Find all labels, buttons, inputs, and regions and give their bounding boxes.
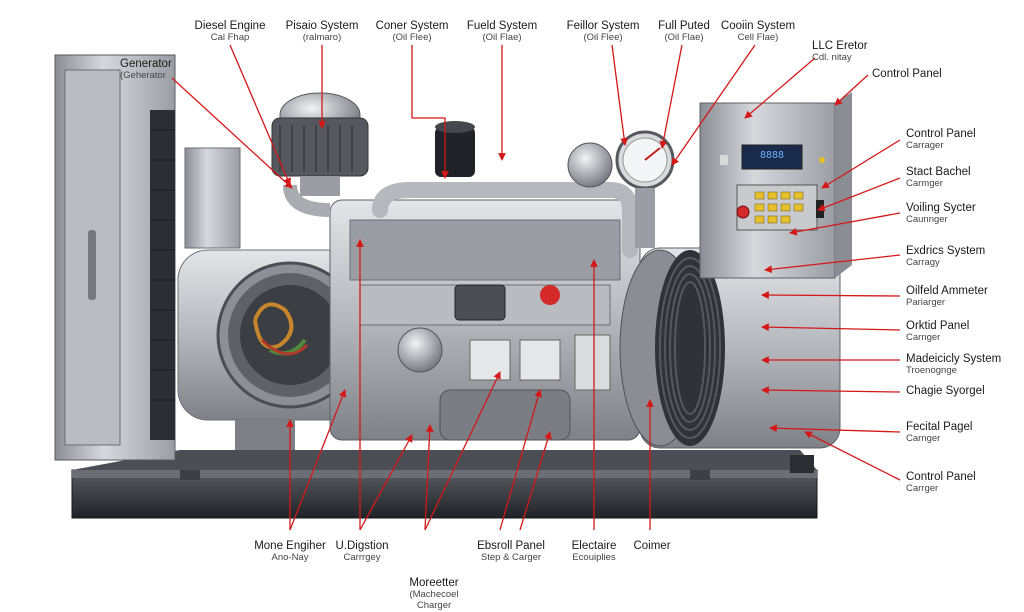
leader-line-right-8 <box>761 323 901 332</box>
alternator-left <box>177 249 364 450</box>
leader-lines <box>171 44 901 531</box>
control-panel <box>699 92 852 279</box>
leader-line-top-5 <box>611 44 628 146</box>
radiator-cabinet <box>54 54 241 461</box>
label-right-10: Chagie Syorgel <box>906 385 985 397</box>
leader-line-top-6 <box>659 44 683 149</box>
leader-line-right-2 <box>834 74 869 106</box>
pressure-gauge <box>615 130 675 248</box>
leader-line-bottom-3b <box>424 371 501 531</box>
panel-display: 8888 <box>760 150 785 161</box>
leader-line-generator <box>171 77 293 189</box>
leader-line-bottom-4 <box>499 389 542 531</box>
leader-line-right-3 <box>821 139 901 189</box>
air-filter <box>271 92 369 196</box>
leader-line-top-7 <box>671 44 756 166</box>
label-top-4: Fueld System(Oil Flae) <box>466 20 538 44</box>
generator-illustration <box>54 54 852 519</box>
engine-block <box>283 182 641 441</box>
leader-line-top-1 <box>229 44 291 186</box>
label-top-2: Pisaio System(ralmaro) <box>285 20 359 44</box>
leader-line-right-6 <box>764 254 901 274</box>
alternator-right <box>619 247 841 449</box>
leader-line-bottom-4b <box>519 431 552 531</box>
leader-line-right-5 <box>789 212 901 236</box>
leader-line-right-10 <box>761 386 901 394</box>
label-right-2: Control Panel <box>872 68 942 80</box>
label-top-6: Full Puted(Oil Flae) <box>658 20 710 44</box>
leader-line-top-3 <box>411 45 449 179</box>
label-top-3: Coner System(Oil Flee) <box>375 20 449 44</box>
label-bottom-6: Coimer <box>633 540 671 552</box>
leader-line-right-11 <box>769 424 901 433</box>
leader-line-bottom-1b <box>289 389 347 531</box>
leader-line-right-1 <box>744 57 816 119</box>
label-generator: Generator(Geherator <box>120 58 172 82</box>
leader-line-right-7 <box>761 291 901 299</box>
label-top-5: Feillor System(Oil Flee) <box>566 20 640 44</box>
leader-line-right-4 <box>817 177 901 212</box>
leader-line-bottom-2b <box>359 434 413 531</box>
leader-line-right-12 <box>804 431 901 481</box>
base-frame <box>71 450 818 519</box>
leader-line-bottom-3 <box>424 424 434 531</box>
